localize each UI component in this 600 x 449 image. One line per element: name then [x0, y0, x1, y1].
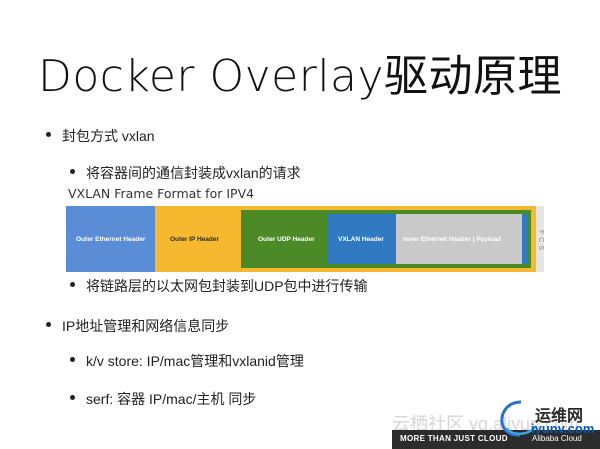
segment-fcs	[536, 206, 544, 272]
bullet-text: 封包方式 vxlan	[62, 128, 155, 144]
label-outer-ip: Outer IP Header	[170, 236, 220, 243]
label-outer-udp: Outer UDP Header	[258, 236, 315, 243]
diagram-caption: VXLAN Frame Format for IPV4	[68, 186, 255, 201]
label-fcs: FCS	[537, 229, 544, 253]
bullet-item: 将容器间的通信封装成vxlan的请求	[70, 163, 301, 183]
label-vxlan: VXLAN Header	[338, 236, 384, 243]
bullet-dot	[46, 132, 51, 137]
footer-slogan: MORE THAN JUST CLOUD	[400, 434, 508, 443]
bullet-dot	[70, 169, 75, 174]
bullet-item: k/v store: IP/mac管理和vxlanid管理	[70, 351, 304, 371]
bullet-text: 将链路层的以太网包封装到UDP包中进行传输	[86, 278, 368, 294]
logo-text-cn: 运维网	[535, 408, 584, 425]
label-outer-ethernet: Outer Ethernet Header	[76, 236, 146, 243]
bullet-item: 将链路层的以太网包封装到UDP包中进行传输	[70, 276, 368, 296]
bullet-text: 将容器间的通信封装成vxlan的请求	[86, 165, 301, 181]
slide-title: Docker Overlay驱动原理	[37, 51, 563, 102]
bullet-dot	[46, 322, 51, 327]
bullet-dot	[70, 395, 75, 400]
footer-bar	[392, 430, 600, 449]
bullet-text: serf: 容器 IP/mac/主机 同步	[86, 391, 257, 407]
bullet-text: IP地址管理和网络信息同步	[62, 318, 230, 334]
bullet-dot	[70, 357, 75, 362]
bullet-text: k/v store: IP/mac管理和vxlanid管理	[86, 353, 304, 369]
footer-brand: Alibaba Cloud	[532, 434, 582, 443]
vxlan-frame-diagram: Outer Ethernet Header Outer IP Header Ou…	[66, 206, 544, 272]
segment-inner-payload	[396, 214, 522, 264]
bullet-item: serf: 容器 IP/mac/主机 同步	[70, 389, 257, 409]
label-inner-payload: Inner Ethernet Header | Payload	[403, 236, 502, 243]
bullet-item: 封包方式 vxlan	[46, 126, 155, 146]
logo-swoosh-icon	[500, 400, 537, 437]
bullet-item: IP地址管理和网络信息同步	[46, 316, 230, 336]
bullet-dot	[70, 282, 75, 287]
logo-text-en: iyunv.com	[531, 421, 595, 436]
